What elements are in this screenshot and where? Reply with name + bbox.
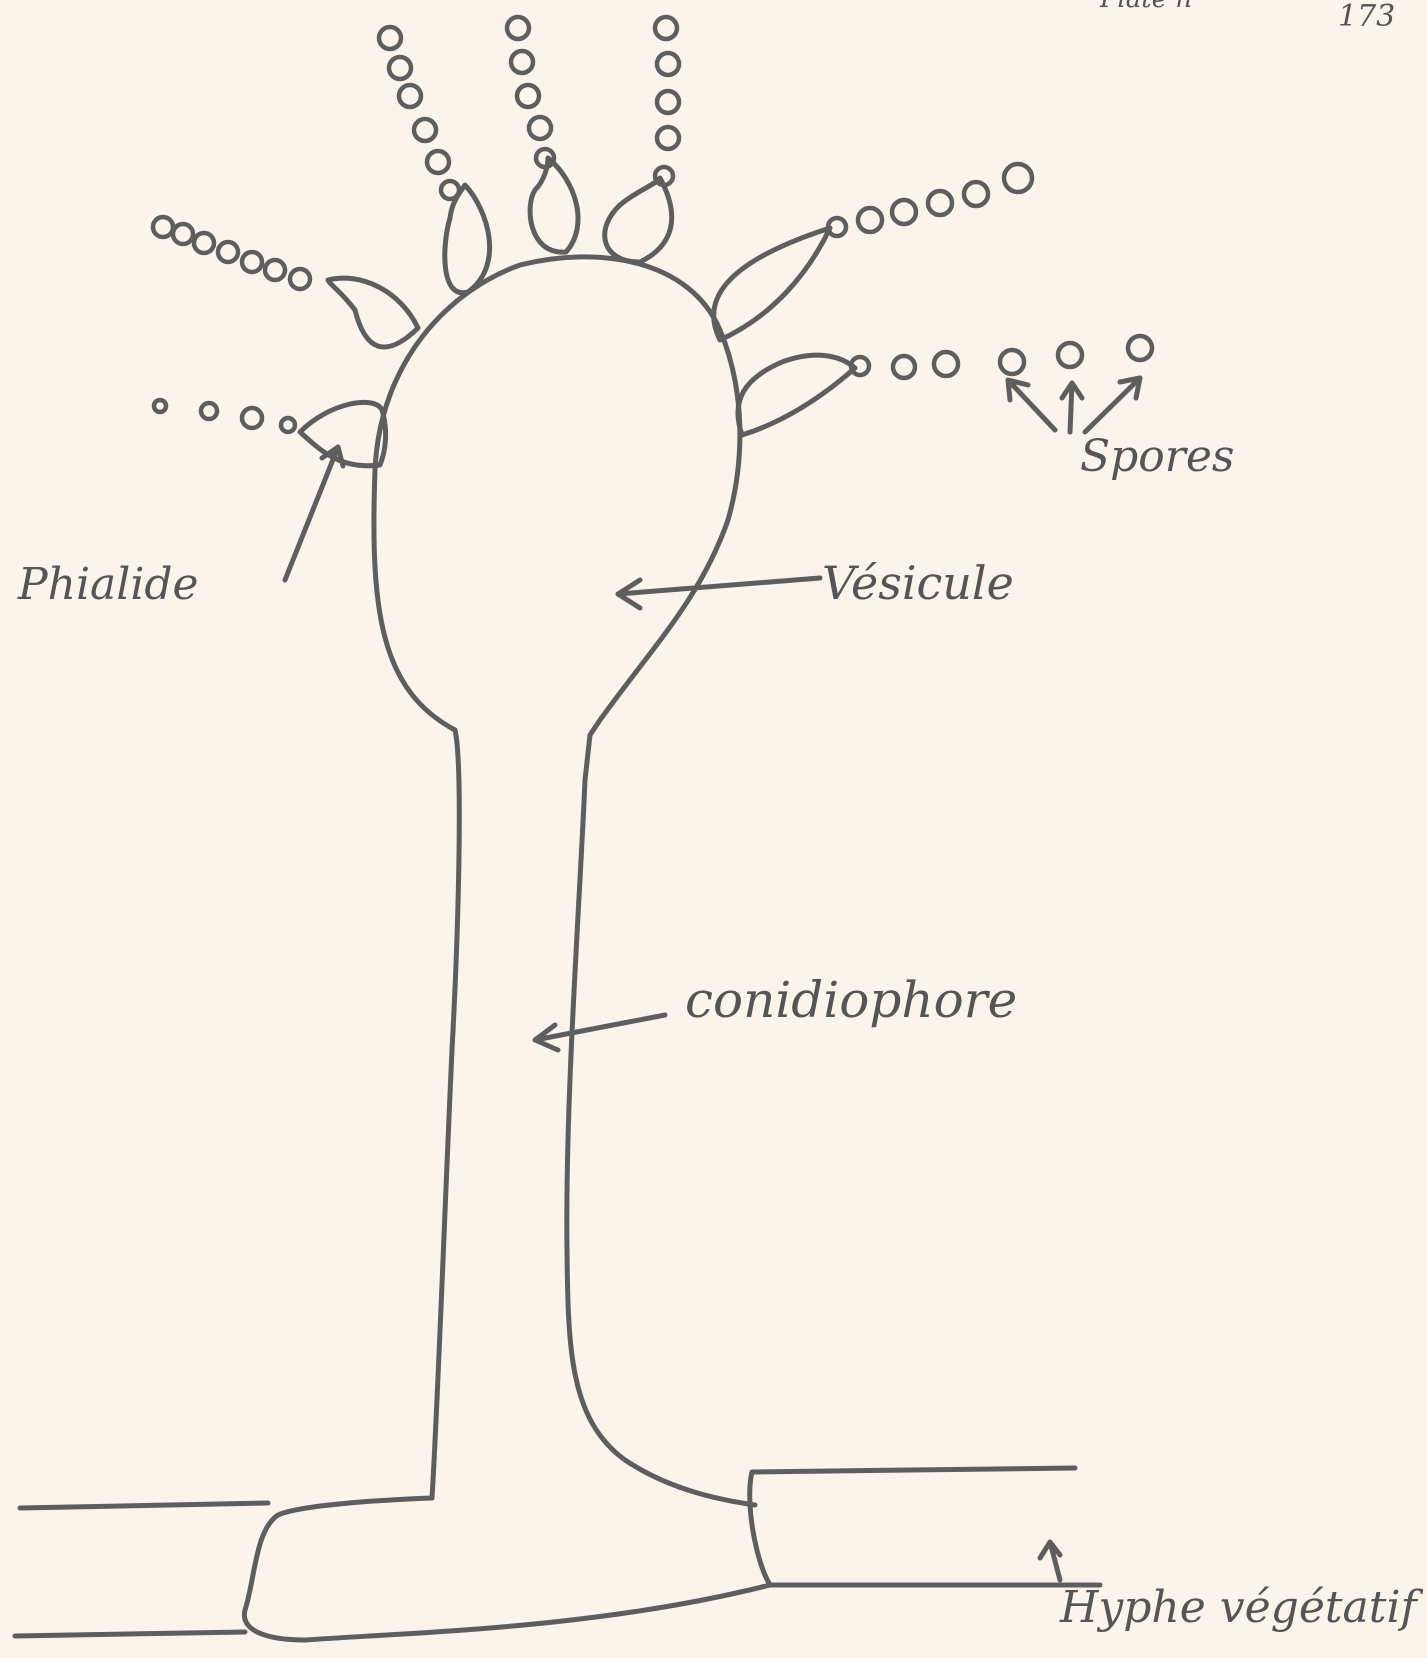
spore — [379, 27, 401, 49]
spore — [964, 182, 988, 206]
page-note-fragment: Plate n° — [1100, 0, 1205, 12]
spore — [201, 403, 217, 419]
spores-arrow — [1085, 378, 1140, 432]
spore — [290, 269, 310, 289]
spore — [1004, 164, 1032, 192]
spore — [441, 181, 459, 199]
spore — [928, 191, 952, 215]
label-vesicule: Vésicule — [822, 560, 1014, 606]
label-hyphe-vegetatif: Hyphe végétatif — [1060, 1586, 1417, 1630]
phialide — [714, 228, 830, 340]
hypha-left — [15, 1503, 268, 1636]
phialide — [530, 158, 578, 252]
spore — [242, 252, 262, 272]
spore — [1000, 350, 1024, 374]
spore — [1058, 343, 1082, 367]
spore — [511, 51, 533, 73]
spore — [657, 53, 679, 75]
spore-chains — [153, 17, 1152, 432]
vesicule-arrow — [618, 578, 820, 608]
spore — [893, 356, 915, 378]
spore — [517, 85, 539, 107]
label-phialide: Phialide — [18, 563, 199, 607]
label-spores: Spores — [1080, 435, 1234, 479]
spore — [173, 224, 193, 244]
spore — [265, 260, 285, 280]
spore — [657, 91, 679, 113]
spore — [934, 352, 958, 376]
spores-arrow — [1062, 383, 1082, 432]
phialide-arrow — [285, 447, 343, 580]
phialides — [300, 158, 855, 466]
spore — [281, 418, 295, 432]
spore — [655, 17, 677, 39]
spore — [194, 233, 214, 253]
conidiophore-arrow — [535, 1015, 665, 1050]
page-number: 173 — [1338, 2, 1395, 32]
spore — [154, 400, 166, 412]
phialide — [738, 355, 855, 435]
spore — [858, 208, 882, 232]
hypha-right — [750, 1468, 1100, 1585]
spore — [242, 408, 262, 428]
spore — [1128, 336, 1152, 360]
spore — [892, 200, 916, 224]
spore — [529, 117, 551, 139]
spore — [507, 17, 529, 39]
spore — [153, 217, 173, 237]
vesicle-conidiophore-outline — [374, 257, 755, 1505]
spores-arrow — [1008, 380, 1055, 430]
spore — [657, 127, 679, 149]
phialide — [328, 278, 418, 347]
spore — [427, 151, 449, 173]
conidiophore-left-wall — [432, 730, 459, 1498]
spore — [399, 85, 421, 107]
spore — [389, 57, 411, 79]
foot-cell — [244, 1498, 770, 1640]
phialide — [445, 185, 490, 293]
spore — [218, 242, 238, 262]
hyphe-arrow — [1040, 1542, 1060, 1580]
spore — [414, 119, 436, 141]
phialide — [605, 178, 672, 262]
label-conidiophore: conidiophore — [685, 975, 1017, 1025]
